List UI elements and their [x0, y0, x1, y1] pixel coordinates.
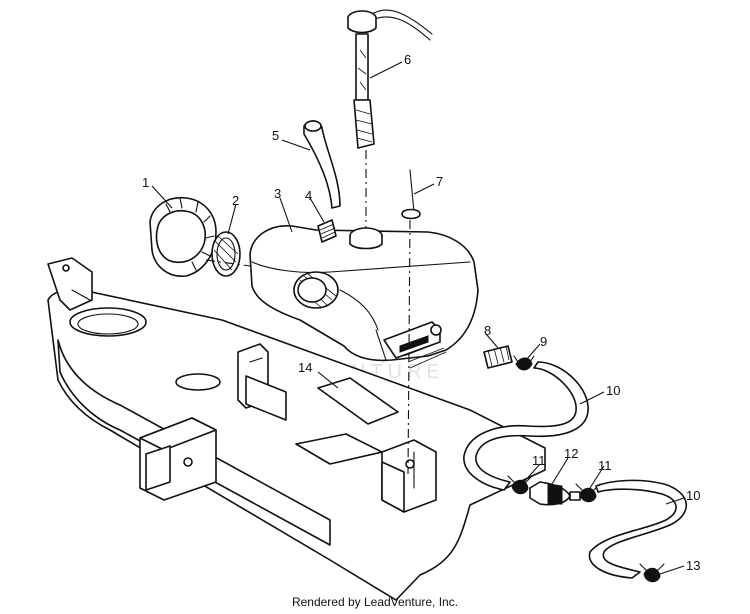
part-11-clamp-left [507, 475, 533, 495]
part-10-fuel-hose-upper [463, 361, 589, 491]
part-6-fuel-gauge [347, 9, 433, 149]
part-5-vent-hose [303, 120, 341, 209]
centerline-cap [205, 259, 251, 267]
leader-lines [151, 61, 685, 575]
callout-9: 9 [540, 334, 547, 349]
callout-4: 4 [305, 188, 312, 203]
callout-3: 3 [274, 186, 281, 201]
part-12-fuel-filter [529, 481, 581, 506]
part-3-fuel-tank [249, 225, 479, 369]
part-13-clamp [639, 563, 665, 583]
part-8-fitting [483, 345, 513, 369]
part-9-clamp [513, 355, 535, 371]
part-2-gasket [211, 231, 241, 277]
callout-1: 1 [142, 175, 149, 190]
callout-10-lower: 10 [686, 488, 700, 503]
callout-labels: 1 2 3 4 5 6 7 8 9 10 10 11 11 12 13 14 [142, 52, 700, 573]
callout-7: 7 [436, 174, 443, 189]
callout-13: 13 [686, 558, 700, 573]
callout-8: 8 [484, 323, 491, 338]
render-credit: Rendered by LeadVenture, Inc. [291, 595, 459, 609]
part-14-pad [317, 377, 399, 425]
centerline-mount [407, 219, 411, 475]
callout-6: 6 [404, 52, 411, 67]
part-1-cap [149, 197, 217, 277]
callout-10-upper: 10 [606, 383, 620, 398]
chassis-frame [47, 257, 546, 601]
callout-12: 12 [564, 446, 578, 461]
callout-11-right: 11 [598, 458, 612, 473]
part-7-rod [401, 169, 421, 220]
callout-5: 5 [272, 128, 279, 143]
callout-11-left: 11 [532, 453, 546, 468]
callout-14: 14 [298, 360, 312, 375]
part-10-fuel-hose-lower [588, 479, 688, 579]
callout-2: 2 [232, 193, 239, 208]
part-4-vent-valve [317, 219, 337, 243]
